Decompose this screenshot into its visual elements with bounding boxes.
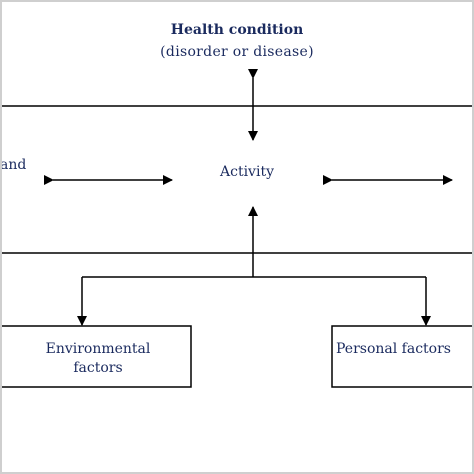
- personal-factors-label: Personal factors: [336, 340, 474, 359]
- personal-factors-box: [331, 325, 474, 388]
- environmental-factors-label: Environmental factors: [4, 340, 192, 378]
- environmental-factors-line1: Environmental: [45, 341, 151, 357]
- environmental-factors-box: [0, 325, 192, 388]
- body-functions-partial-label: and: [0, 157, 27, 173]
- health-condition-subtitle: (disorder or disease): [160, 44, 314, 60]
- activity-label: Activity: [220, 164, 274, 180]
- health-condition-title: Health condition: [170, 22, 304, 38]
- personal-factors-line1: Personal factors: [336, 341, 451, 357]
- environmental-factors-line2: factors: [73, 360, 123, 376]
